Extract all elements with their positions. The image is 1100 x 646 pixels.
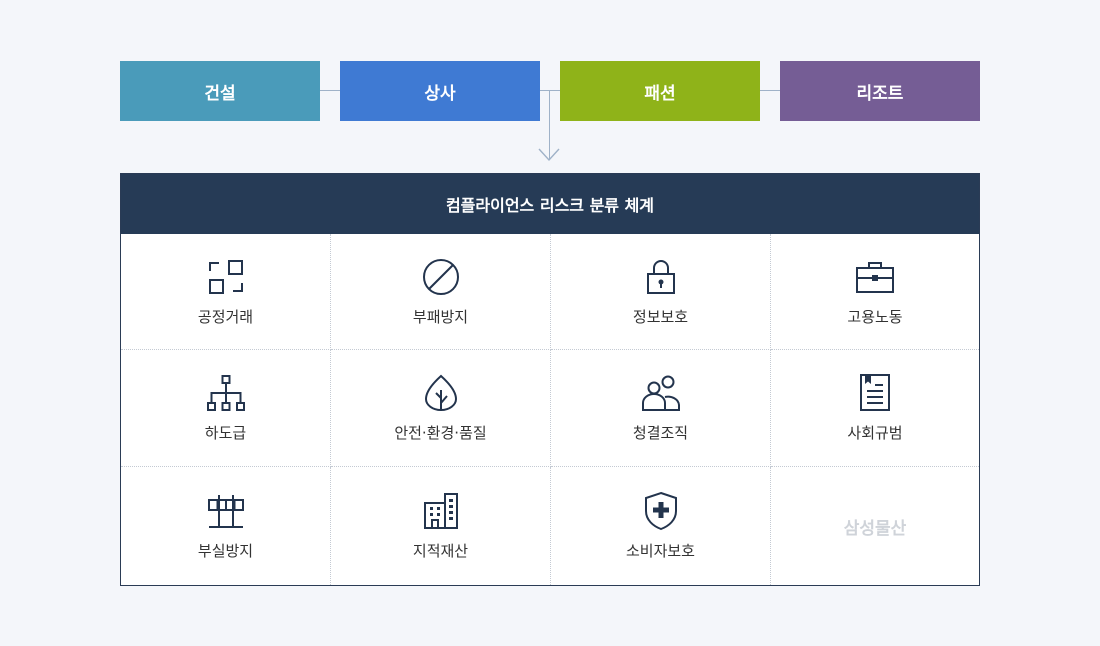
lock-icon xyxy=(641,257,681,297)
panel-title: 컴플라이언스 리스크 분류 체계 xyxy=(121,174,979,234)
business-fashion: 패션 xyxy=(560,61,760,121)
connector-line xyxy=(320,90,340,91)
document-icon xyxy=(855,373,895,413)
risk-classification-panel: 컴플라이언스 리스크 분류 체계 공정거래 부패방지 정보보호 고용노동 xyxy=(120,173,980,586)
risk-item: 삼성물산 xyxy=(771,467,979,585)
business-row: 건설 상사 패션 리조트 xyxy=(120,61,980,121)
risk-item: 부실방지 xyxy=(121,467,331,585)
company-logo-text: 삼성물산 xyxy=(843,518,907,539)
risk-label: 지적재산 xyxy=(412,542,469,560)
connector-line xyxy=(540,90,560,91)
risk-label: 부실방지 xyxy=(197,542,254,560)
org-chart-icon xyxy=(206,373,246,413)
connector-line xyxy=(760,90,780,91)
risk-item: 정보보호 xyxy=(551,234,771,350)
risk-label: 정보보호 xyxy=(632,307,689,326)
prohibited-icon xyxy=(421,257,461,297)
risk-item: 하도급 xyxy=(121,350,331,467)
risk-item: 사회규범 xyxy=(771,350,979,467)
risk-label: 부패방지 xyxy=(412,307,469,326)
risk-item: 청결조직 xyxy=(551,350,771,467)
risk-label: 하도급 xyxy=(204,424,247,442)
risk-label: 사회규범 xyxy=(847,424,903,442)
risk-item: 부패방지 xyxy=(331,234,551,350)
risk-item: 안전·환경·품질 xyxy=(331,350,551,467)
fair-trade-icon xyxy=(206,257,246,297)
barrier-icon xyxy=(206,491,246,531)
risk-label: 소비자보호 xyxy=(625,542,695,560)
risk-label: 안전·환경·품질 xyxy=(394,424,487,442)
shield-cross-icon xyxy=(641,491,681,531)
flow-line xyxy=(549,91,550,159)
risk-label: 공정거래 xyxy=(197,307,254,326)
risk-label: 청결조직 xyxy=(632,424,689,442)
down-arrow-icon xyxy=(538,148,560,162)
building-icon xyxy=(421,491,461,531)
people-icon xyxy=(641,373,681,413)
briefcase-icon xyxy=(855,257,895,297)
risk-label: 고용노동 xyxy=(847,307,903,326)
risk-item: 지적재산 xyxy=(331,467,551,585)
business-construction: 건설 xyxy=(120,61,320,121)
risk-item: 공정거래 xyxy=(121,234,331,350)
risk-item: 고용노동 xyxy=(771,234,979,350)
business-resort: 리조트 xyxy=(780,61,980,121)
business-trading: 상사 xyxy=(340,61,540,121)
leaf-icon xyxy=(421,373,461,413)
risk-item: 소비자보호 xyxy=(551,467,771,585)
risk-grid: 공정거래 부패방지 정보보호 고용노동 하도급 xyxy=(121,234,979,585)
